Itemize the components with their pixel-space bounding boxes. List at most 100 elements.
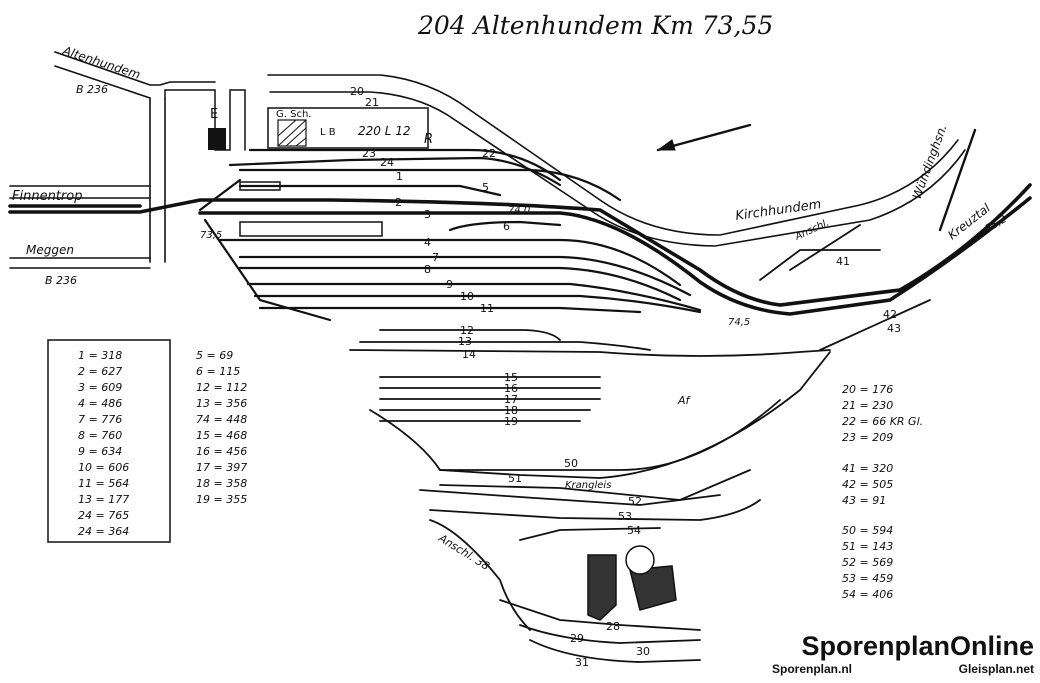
signal-box-label: 220 L 12: [358, 124, 411, 138]
track-label-12: 12: [460, 324, 474, 337]
legend-right-c-item-0: 50 = 594: [842, 524, 893, 537]
legend-right-c: 50 = 594 51 = 143 52 = 569 53 = 459 54 = 406: [842, 524, 893, 601]
label-wuendinghsn: Wündinghsn.: [910, 122, 950, 201]
track-label-17: 17: [504, 393, 518, 406]
brand-footer: SporenplanOnline Sporenplan.nl Gleisplan…: [772, 632, 1034, 676]
brand-name: SporenplanOnline: [801, 631, 1034, 661]
legend-right-c-item-4: 54 = 406: [842, 588, 893, 601]
track-label-14: 14: [462, 348, 476, 361]
legend-right-c-item-3: 53 = 459: [842, 572, 893, 585]
track-label-31: 31: [575, 656, 589, 669]
track-label-24: 24: [380, 156, 394, 169]
legend-right-a-item-2: 22 = 66 KR Gl.: [842, 415, 923, 428]
building-goods-shed: G. Sch.: [276, 109, 311, 120]
road-lines: [9, 51, 966, 269]
track-label-2: 2: [395, 196, 402, 209]
legend-right-c-item-1: 51 = 143: [842, 540, 893, 553]
track-label-51: 51: [508, 472, 522, 485]
track-label-23: 23: [362, 147, 376, 160]
legend-mid-item-3: 13 = 356: [196, 397, 247, 410]
roundhouse: [587, 545, 677, 621]
building-e: E: [210, 107, 218, 122]
track-label-3: 3: [424, 208, 431, 221]
label-anschl-38: Anschl. 38: [436, 531, 492, 573]
station-tracks: [198, 148, 702, 322]
legend-left-item-6: 9 = 634: [78, 445, 122, 458]
legend-left-item-7: 10 = 606: [78, 461, 129, 474]
track-label-21: 21: [365, 96, 379, 109]
track-label-52: 52: [628, 495, 642, 508]
label-kirchhundem: Kirchhundem: [734, 197, 822, 224]
track-label-11: 11: [480, 302, 494, 315]
legend-left-item-10: 24 = 765: [78, 509, 129, 522]
track-label-1: 1: [396, 170, 403, 183]
legend-left-item-5: 8 = 760: [78, 429, 122, 442]
track-label-28: 28: [606, 620, 620, 633]
legend-mid-item-5: 15 = 468: [196, 429, 247, 442]
track-label-7: 7: [432, 251, 439, 264]
track-label-19: 19: [504, 415, 518, 428]
legend-left-item-3: 4 = 486: [78, 397, 122, 410]
track-number-labels: 1 2 3 4 5 6 7 8 9 10 11 12 13 14 15 16 1…: [350, 85, 901, 669]
brand-site-right: Gleisplan.net: [958, 662, 1034, 676]
track-label-8: 8: [424, 263, 431, 276]
legend-right-b-item-0: 41 = 320: [842, 462, 893, 475]
legend-mid: 5 = 69 6 = 115 12 = 112 13 = 356 74 = 448 15 …: [196, 349, 247, 506]
label-km-74-5: 74,5: [728, 317, 750, 328]
label-meggen: Meggen: [26, 243, 74, 257]
legend-mid-item-1: 6 = 115: [196, 365, 240, 378]
label-kranegleis: Krangleis: [565, 480, 611, 491]
track-label-4: 4: [424, 236, 431, 249]
label-b236-top: B 236: [76, 83, 108, 96]
legend-left-item-0: 1 = 318: [78, 349, 122, 362]
legend-mid-item-2: 12 = 112: [196, 381, 247, 394]
building-r: R: [424, 132, 433, 147]
legend-left-item-1: 2 = 627: [78, 365, 122, 378]
legend-right-c-item-2: 52 = 569: [842, 556, 893, 569]
legend-left-item-2: 3 = 609: [78, 381, 122, 394]
label-km-73-5: 73,5: [200, 230, 222, 241]
label-kreuztal: Kreuztal: [945, 200, 993, 242]
legend-mid-item-7: 17 = 397: [196, 461, 247, 474]
label-finnentrop: Finnentrop: [12, 189, 82, 204]
track-label-30: 30: [636, 645, 650, 658]
legend-left-box: [47, 339, 171, 543]
legend-right-a-item-0: 20 = 176: [842, 383, 893, 396]
legend-left-item-8: 11 = 564: [78, 477, 129, 490]
goods-shed-hatch: [277, 119, 307, 147]
label-km-74-0: 74,0: [508, 205, 530, 216]
legend-mid-item-4: 74 = 448: [196, 413, 247, 426]
legend-right-b-item-2: 43 = 91: [842, 494, 886, 507]
track-label-13: 13: [458, 335, 472, 348]
track-label-16: 16: [504, 382, 518, 395]
track-label-18: 18: [504, 404, 518, 417]
track-label-42: 42: [883, 308, 897, 321]
track-label-5: 5: [482, 181, 489, 194]
page-title: 204 Altenhundem Km 73,55: [417, 11, 773, 40]
main-lines: [8, 128, 1032, 316]
track-label-50: 50: [564, 457, 578, 470]
legend-mid-item-6: 16 = 456: [196, 445, 247, 458]
legend-mid-item-0: 5 = 69: [196, 349, 233, 362]
label-anschluss: Anschl.: [793, 217, 831, 243]
legend-right-a-item-1: 21 = 230: [842, 399, 893, 412]
track-label-54: 54: [627, 524, 641, 537]
track-label-15: 15: [504, 371, 518, 384]
brand-site-left: Sporenplan.nl: [772, 662, 853, 676]
legend-left-item-9: 13 = 177: [78, 493, 129, 506]
label-b236-bottom: B 236: [45, 274, 77, 287]
legend-mid-item-8: 18 = 358: [196, 477, 247, 490]
label-altenhundem: Altenhundem: [60, 43, 142, 82]
legend-mid-item-9: 19 = 355: [196, 493, 247, 506]
legend-left-item-11: 24 = 364: [78, 525, 129, 538]
building-e-block: [208, 128, 226, 150]
track-label-29: 29: [570, 632, 584, 645]
freight-yard-tracks: [349, 224, 931, 663]
track-label-20: 20: [350, 85, 364, 98]
track-label-9: 9: [446, 278, 453, 291]
building-lb: L B: [320, 127, 336, 138]
building-af: Af: [677, 394, 692, 407]
